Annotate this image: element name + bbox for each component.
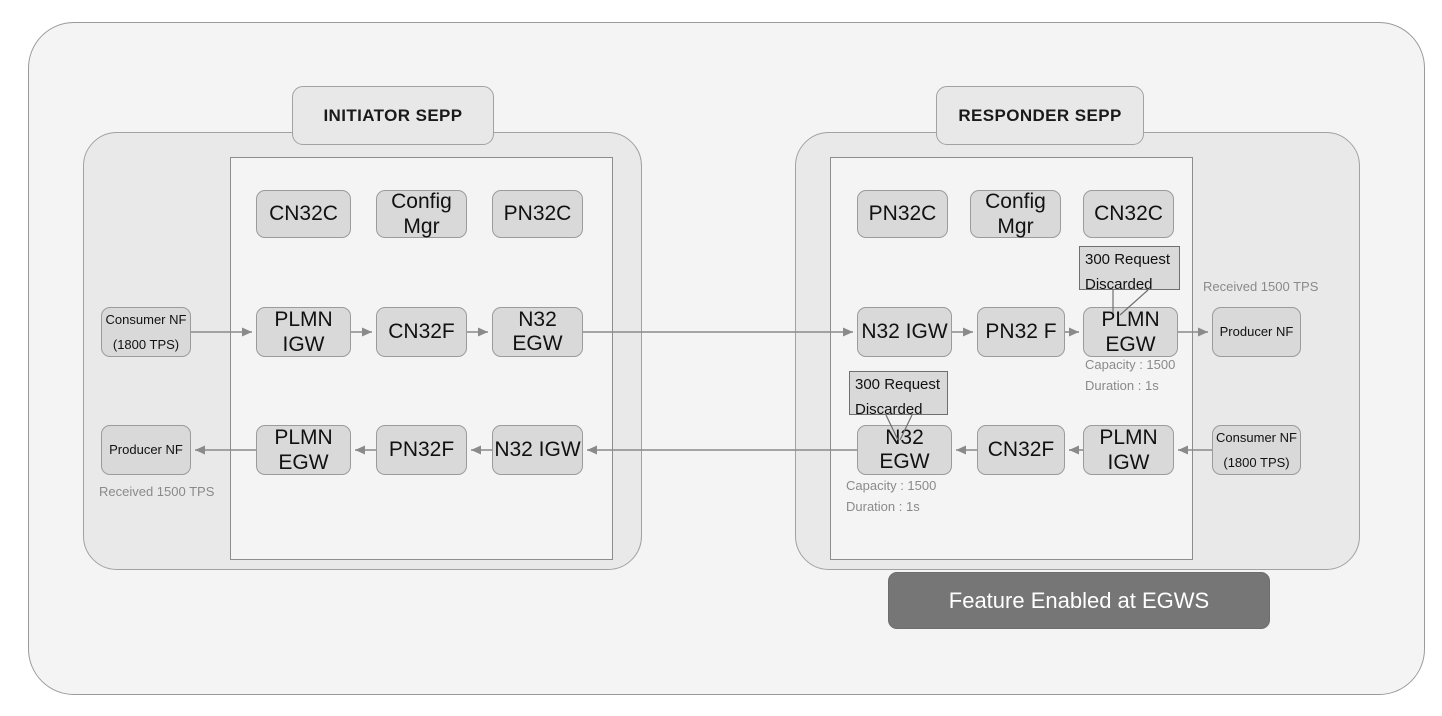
n32-egw-duration-caption: Duration : 1s [846, 499, 920, 514]
node-label-line1: PLMN [274, 307, 333, 331]
node-label: N32 EGW [512, 308, 563, 355]
node-label: CN32C [269, 202, 338, 226]
node-label-line2: Mgr [403, 214, 440, 238]
node-label: PN32F [388, 438, 455, 462]
initiator-node-cn32f[interactable]: CN32F [376, 307, 467, 357]
node-label-line2: IGW [282, 332, 325, 356]
responder-node-config-mgr[interactable]: Config Mgr [970, 190, 1061, 238]
n32-egw-capacity-caption: Capacity : 1500 [846, 478, 937, 493]
producer-nf-label: Producer NF [1219, 324, 1294, 340]
responder-callout-lower: 300 Request Discarded [849, 371, 948, 418]
node-label: CN32C [1094, 202, 1163, 226]
node-label: CN32F [388, 320, 455, 344]
callout-line-1: 300 Request [855, 376, 941, 393]
responder-node-plmn-igw[interactable]: PLMN IGW [1083, 425, 1174, 475]
callout-line-2: Discarded [855, 401, 923, 418]
responder-consumer-nf[interactable]: Consumer NF (1800 TPS) [1212, 425, 1301, 475]
responder-node-cn32c[interactable]: CN32C [1083, 190, 1174, 238]
node-label: PN32C [868, 202, 937, 226]
node-label-line1: Config [985, 189, 1046, 213]
initiator-received-caption: Received 1500 TPS [99, 484, 215, 499]
plmn-egw-capacity-caption: Capacity : 1500 [1085, 357, 1176, 372]
node-label: N32 IGW [494, 438, 581, 462]
node-label-line2: Mgr [997, 214, 1034, 238]
responder-node-n32-igw[interactable]: N32 IGW [857, 307, 952, 357]
node-label: PN32C [503, 202, 572, 226]
initiator-node-n32-igw[interactable]: N32 IGW [492, 425, 583, 475]
initiator-sepp-title: INITIATOR SEPP [292, 86, 494, 145]
node-label-line2: EGW [1105, 332, 1156, 356]
responder-node-cn32f[interactable]: CN32F [977, 425, 1065, 475]
initiator-node-config-mgr[interactable]: Config Mgr [376, 190, 467, 238]
node-label: N32 EGW [879, 426, 930, 473]
feature-enabled-banner: Feature Enabled at EGWS [888, 572, 1270, 629]
node-label-line2: IGW [1107, 450, 1150, 474]
consumer-nf-tps: (1800 TPS) [112, 336, 180, 352]
callout-line-2: Discarded [1085, 276, 1153, 293]
consumer-nf-label: Consumer NF [105, 311, 187, 327]
responder-node-plmn-egw[interactable]: PLMN EGW [1083, 307, 1178, 357]
responder-node-pn32c[interactable]: PN32C [857, 190, 948, 238]
node-label-line1: Config [391, 189, 452, 213]
node-label: CN32F [987, 438, 1055, 462]
node-label: N32 IGW [861, 320, 948, 344]
plmn-egw-duration-caption: Duration : 1s [1085, 378, 1159, 393]
responder-sepp-title: RESPONDER SEPP [936, 86, 1144, 145]
node-label-line1: PLMN [1101, 307, 1160, 331]
responder-callout-upper: 300 Request Discarded [1079, 246, 1180, 293]
responder-received-caption: Received 1500 TPS [1203, 279, 1319, 294]
consumer-nf-label: Consumer NF [1216, 429, 1297, 445]
node-label-line2: EGW [278, 450, 329, 474]
initiator-consumer-nf[interactable]: Consumer NF (1800 TPS) [101, 307, 191, 357]
initiator-producer-nf[interactable]: Producer NF [101, 425, 191, 475]
responder-producer-nf[interactable]: Producer NF [1212, 307, 1301, 357]
initiator-node-plmn-egw[interactable]: PLMN EGW [256, 425, 351, 475]
responder-node-pn32-f[interactable]: PN32 F [977, 307, 1065, 357]
callout-line-1: 300 Request [1085, 251, 1171, 268]
initiator-node-plmn-igw[interactable]: PLMN IGW [256, 307, 351, 357]
producer-nf-label: Producer NF [109, 442, 183, 458]
node-label: PN32 F [985, 320, 1057, 344]
initiator-node-cn32c[interactable]: CN32C [256, 190, 351, 238]
initiator-node-pn32f[interactable]: PN32F [376, 425, 467, 475]
node-label-line1: PLMN [1099, 425, 1158, 449]
node-label-line1: PLMN [274, 425, 333, 449]
responder-node-n32-egw[interactable]: N32 EGW [857, 425, 952, 475]
consumer-nf-tps: (1800 TPS) [1223, 454, 1290, 470]
initiator-node-n32-egw[interactable]: N32 EGW [492, 307, 583, 357]
initiator-node-pn32c[interactable]: PN32C [492, 190, 583, 238]
